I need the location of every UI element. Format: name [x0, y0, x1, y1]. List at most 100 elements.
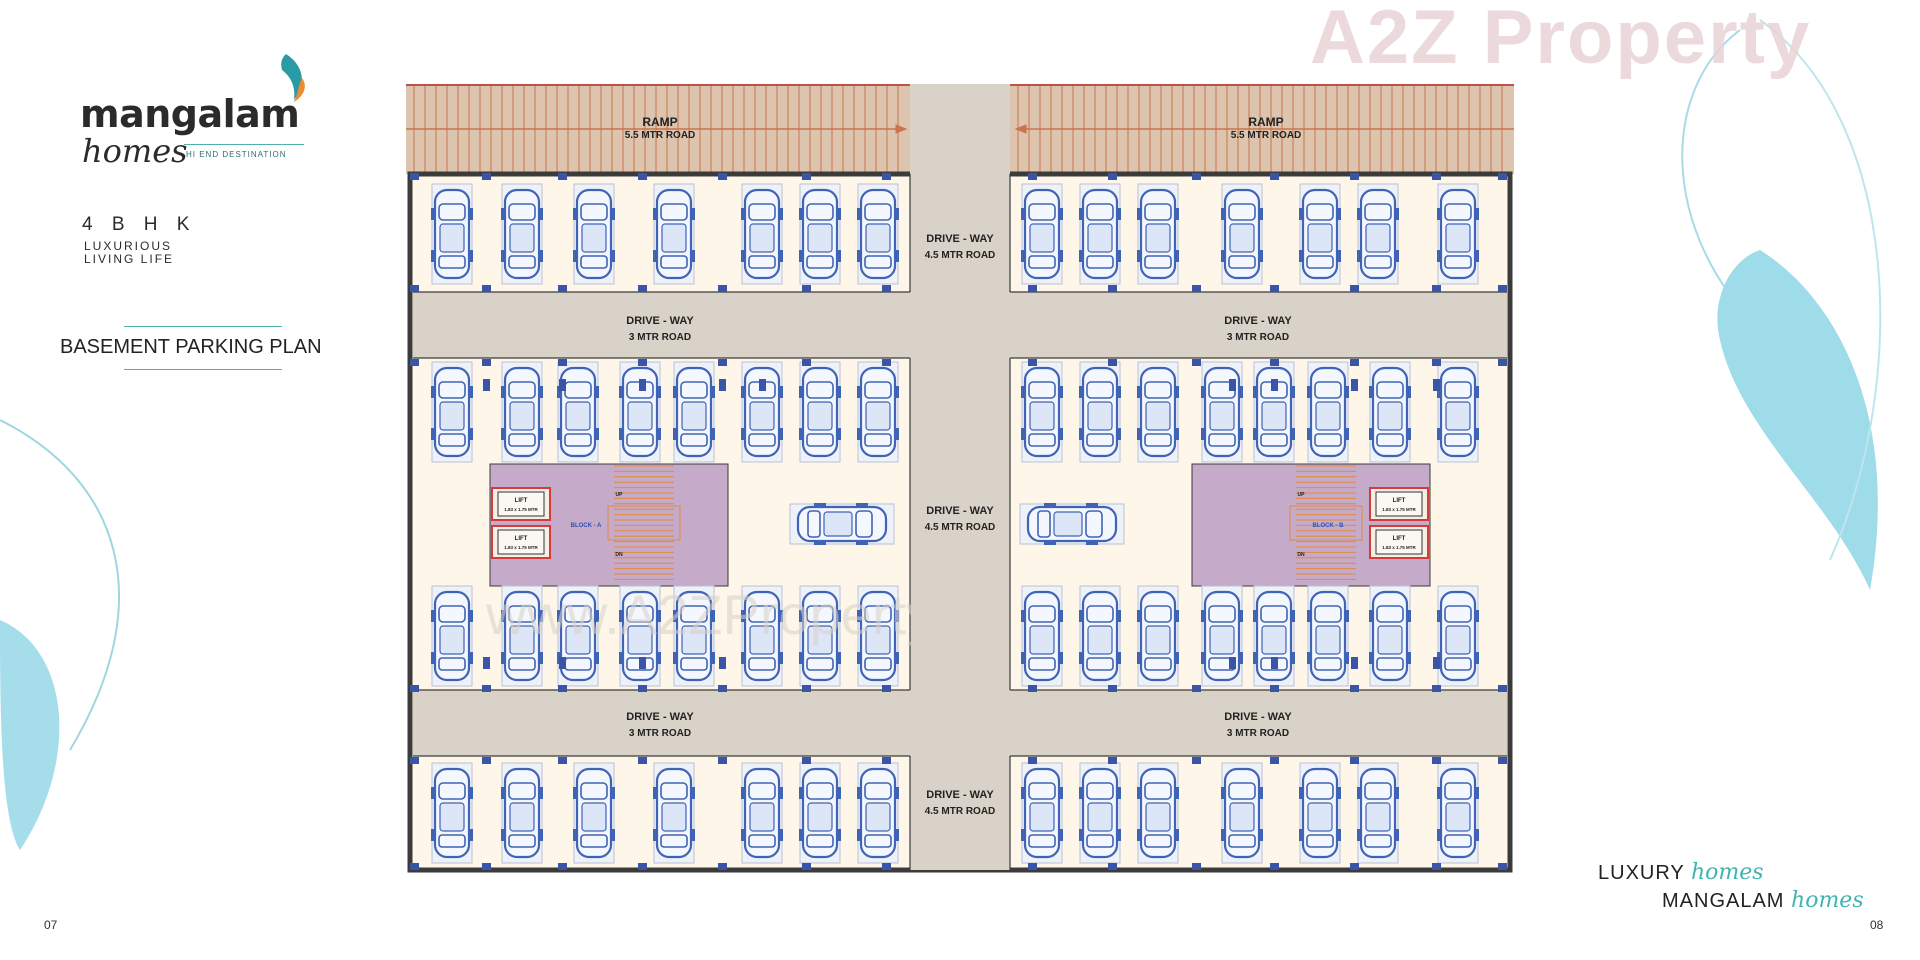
brand-name: mangalam: [80, 92, 300, 136]
driveway-center-2-title: DRIVE - WAY: [926, 505, 994, 517]
lift-a-2-label: LIFT: [515, 536, 528, 542]
driveway-center-1-sub: 4.5 MTR ROAD: [925, 250, 996, 261]
parking-slot: [651, 762, 697, 864]
title-rule-bottom: [124, 369, 282, 370]
footer-line-1-caps: LUXURY: [1598, 862, 1685, 884]
driveway-center-1-title: DRIVE - WAY: [926, 233, 994, 245]
stair-a-dn: DN: [615, 552, 623, 558]
parking-slot: [797, 762, 843, 864]
block-a-core: [489, 463, 729, 587]
watermark-center: www.A2ZProperty.in: [486, 583, 990, 646]
page-number-left: 07: [44, 918, 58, 932]
parking-slot: [739, 361, 785, 463]
driveway-lower-left-title: DRIVE - WAY: [626, 711, 694, 723]
parking-slot: [1219, 183, 1265, 285]
parking-slot: [797, 585, 843, 687]
parking-slot: [1355, 762, 1401, 864]
stair-b-dn: DN: [1297, 552, 1305, 558]
ramp-right-sub: 5.5 MTR ROAD: [1231, 130, 1302, 141]
parking-slot: [797, 361, 843, 463]
lift-a-1-size: 1.83 x 1.75 MTR: [504, 507, 538, 512]
lift-a-1-label: LIFT: [515, 498, 528, 504]
parking-slot: [855, 762, 901, 864]
parking-slot: [499, 762, 545, 864]
parking-slot: [855, 585, 901, 687]
lift-b-2-label: LIFT: [1393, 536, 1406, 542]
parking-slot: [499, 183, 545, 285]
parking-slot: [1435, 762, 1481, 864]
parking-slot: [1199, 585, 1245, 687]
parking-slot: [1305, 585, 1351, 687]
parking-slot: [1367, 361, 1413, 463]
parking-slot: [1019, 585, 1065, 687]
driveway-center-2-sub: 4.5 MTR ROAD: [925, 522, 996, 533]
title-rule-top: [124, 326, 282, 327]
driveway-center-3-title: DRIVE - WAY: [926, 789, 994, 801]
brand-tagline: HI END DESTINATION: [186, 150, 287, 159]
parking-slot: [499, 361, 545, 463]
parking-slot: [855, 183, 901, 285]
parking-slot: [1297, 183, 1343, 285]
lift-b-1: [1369, 487, 1429, 521]
lift-b-1-size: 1.83 x 1.75 MTR: [1382, 507, 1416, 512]
lower-driveway: [413, 690, 1507, 756]
parking-slot: [797, 183, 843, 285]
footer-line-2-caps: MANGALAM: [1662, 890, 1785, 912]
parking-slot: [499, 585, 545, 687]
parking-slot: [1251, 585, 1297, 687]
parking-slot-horizontal: [789, 503, 895, 545]
config-bhk: 4 B H K: [82, 214, 197, 235]
lift-a-2-size: 1.83 x 1.75 MTR: [504, 545, 538, 550]
block-b-label: BLOCK - B: [1313, 523, 1345, 529]
parking-slot: [571, 762, 617, 864]
ramp-left-sub: 5.5 MTR ROAD: [625, 130, 696, 141]
brand-logo: mangalam homes HI END DESTINATION: [80, 52, 310, 172]
driveway-upper-right-title: DRIVE - WAY: [1224, 315, 1292, 327]
parking-slot: [651, 183, 697, 285]
parking-slot: [1251, 361, 1297, 463]
lift-b-2-size: 1.83 x 1.75 MTR: [1382, 545, 1416, 550]
driveway-lower-left-sub: 3 MTR ROAD: [629, 728, 691, 739]
parking-slot: [429, 585, 475, 687]
plan-title: BASEMENT PARKING PLAN: [60, 336, 322, 358]
brand-subname: homes: [82, 132, 188, 170]
footer-line-2: MANGALAM homes: [1662, 888, 1864, 913]
parking-slot: [1077, 762, 1123, 864]
flame-icon: [281, 54, 305, 102]
lift-a-1: [491, 487, 551, 521]
ramp-right-title: RAMP: [1248, 115, 1283, 129]
parking-slot: [555, 585, 601, 687]
footer-line-1-script: homes: [1690, 860, 1764, 885]
parking-slot: [555, 361, 601, 463]
footer-line-2-script: homes: [1791, 888, 1864, 913]
parking-slot: [1135, 585, 1181, 687]
parking-slot: [1305, 361, 1351, 463]
parking-slot: [1435, 585, 1481, 687]
lift-b-2: [1369, 525, 1429, 559]
parking-plan: RAMP 5.5 MTR ROAD RAMP 5.5 MTR ROAD DRIV…: [406, 84, 1514, 873]
parking-slot: [671, 361, 717, 463]
driveway-upper-right-sub: 3 MTR ROAD: [1227, 332, 1289, 343]
parking-slot: [1297, 762, 1343, 864]
parking-slot: [1077, 361, 1123, 463]
parking-slot: [429, 183, 475, 285]
driveway-lower-right-title: DRIVE - WAY: [1224, 711, 1292, 723]
parking-slot: [1219, 762, 1265, 864]
parking-slot: [1199, 361, 1245, 463]
lift-a-2: [491, 525, 551, 559]
parking-slot: [1135, 183, 1181, 285]
parking-slot: [1019, 762, 1065, 864]
parking-slot: [1135, 762, 1181, 864]
parking-slot: [1435, 361, 1481, 463]
driveway-upper-left-sub: 3 MTR ROAD: [629, 332, 691, 343]
parking-slot: [617, 585, 663, 687]
parking-slot: [429, 762, 475, 864]
parking-slot: [739, 183, 785, 285]
parking-slot: [1435, 183, 1481, 285]
brand-divider: [184, 144, 304, 145]
parking-slot: [1019, 361, 1065, 463]
driveway-upper-left-title: DRIVE - WAY: [626, 315, 694, 327]
driveway-center-3-sub: 4.5 MTR ROAD: [925, 806, 996, 817]
driveway-lower-right-sub: 3 MTR ROAD: [1227, 728, 1289, 739]
